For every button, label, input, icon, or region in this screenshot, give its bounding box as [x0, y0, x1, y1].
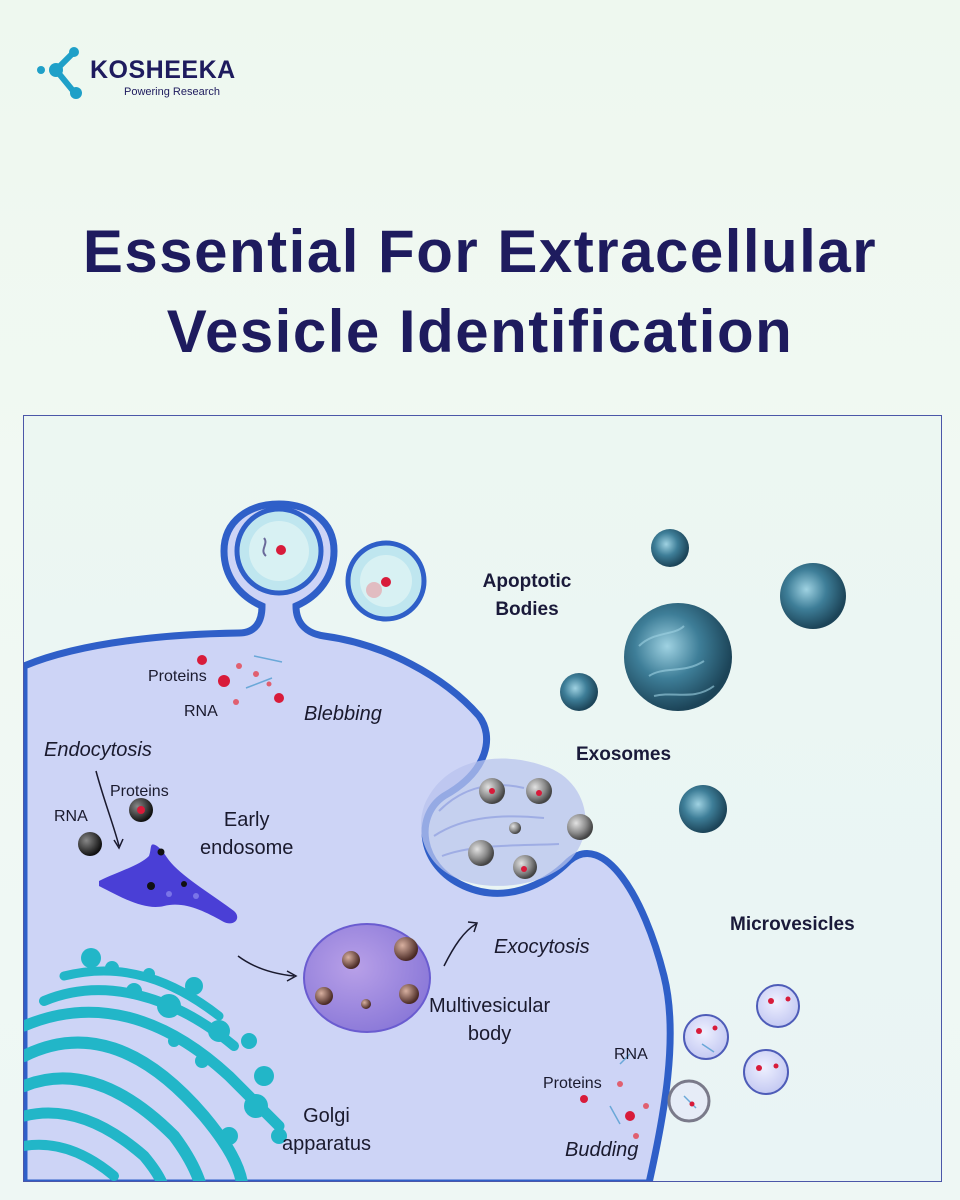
microvesicles [683, 984, 800, 1095]
label-apoptotic-line-1: Apoptotic [482, 571, 572, 592]
brand-name: KOSHEEKA [90, 56, 236, 84]
budding-cargo [580, 1053, 649, 1139]
label-golgi-line-2: apparatus [282, 1133, 371, 1155]
golgi-vesicles [81, 948, 287, 1145]
label-rna-endo: RNA [54, 808, 88, 825]
label-early-endosome: Early endosome [200, 806, 293, 862]
label-proteins-bleb: Proteins [148, 668, 207, 685]
label-early-endosome-line-1: Early [223, 809, 270, 831]
diagram-panel: Apoptotic Bodies Exosomes Microvesicles … [23, 415, 942, 1182]
label-exosomes: Exosomes [576, 744, 672, 765]
label-exocytosis: Exocytosis [494, 936, 590, 958]
label-proteins-endo: Proteins [110, 783, 169, 800]
label-microvesicles: Microvesicles [730, 914, 855, 935]
label-proteins-bud: Proteins [543, 1075, 602, 1092]
label-rna-bud: RNA [614, 1046, 648, 1063]
label-mvb-line-2: body [467, 1023, 512, 1045]
label-endocytosis: Endocytosis [44, 739, 152, 761]
exosomes-in-pocket [468, 778, 593, 879]
page-title-line-1: Essential For Extracellular [82, 218, 878, 285]
brand-tagline: Powering Research [124, 86, 220, 98]
cell-diagram [24, 500, 846, 1181]
label-budding: Budding [565, 1139, 639, 1161]
page-title-line-2: Vesicle Identification [166, 298, 794, 365]
label-mvb-line-1: Multivesicular [429, 995, 551, 1017]
early-endosome [99, 844, 238, 924]
label-early-endosome-line-2: endosome [200, 837, 294, 859]
label-golgi-line-1: Golgi [303, 1105, 350, 1127]
exosome-pocket [420, 758, 586, 886]
apoptotic-bodies [560, 529, 846, 833]
label-blebbing: Blebbing [304, 703, 382, 725]
label-apoptotic-bodies: Apoptotic Bodies [472, 568, 582, 624]
blebbing-cargo [197, 655, 284, 705]
brand-logo: KOSHEEKA Powering Research [34, 44, 264, 104]
kosheeka-logo-icon [37, 47, 82, 99]
label-apoptotic-line-2: Bodies [495, 599, 559, 620]
label-golgi-apparatus: Golgi apparatus [282, 1102, 371, 1158]
label-rna-bleb: RNA [184, 703, 218, 720]
label-multivesicular-body: Multivesicular body [429, 992, 550, 1048]
